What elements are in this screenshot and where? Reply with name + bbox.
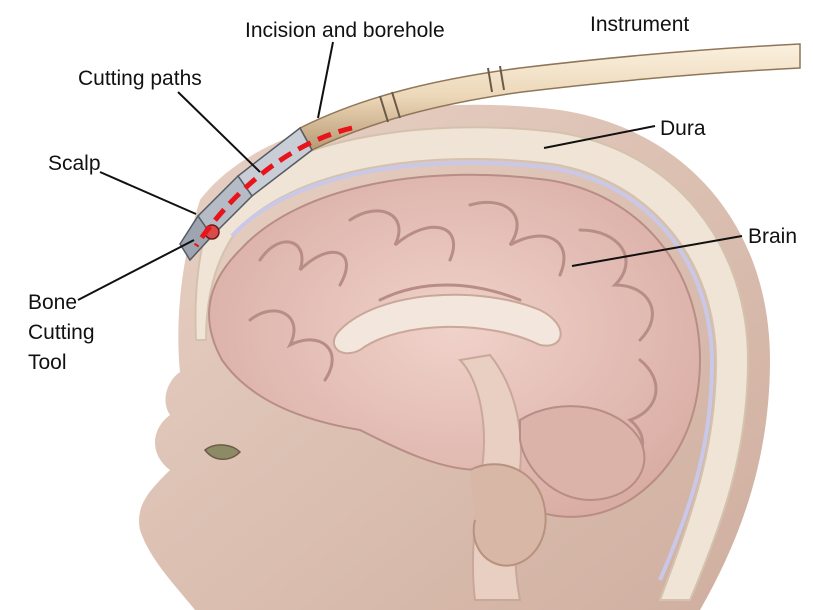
leader-dura xyxy=(543,125,656,149)
bone-cutting-tool-line-1: Bone xyxy=(28,291,78,314)
dura-layer xyxy=(230,160,715,581)
instrument-joints xyxy=(379,65,505,123)
corpus-callosum xyxy=(333,293,562,355)
instrument-label: Instrument xyxy=(590,13,690,36)
cerebellum xyxy=(519,405,646,502)
bone-cutting-tool-line-3: Tool xyxy=(28,351,67,374)
leader-incision xyxy=(317,41,334,119)
instrument-tube xyxy=(298,43,801,151)
incision-label: Incision and borehole xyxy=(245,19,445,42)
bone-cutting-tool-line-2: Cutting xyxy=(28,321,95,344)
leader-lines xyxy=(77,41,743,301)
leader-cutting-paths xyxy=(177,91,261,173)
scalp-label: Scalp xyxy=(48,152,101,175)
brain-folds xyxy=(248,200,658,472)
cutting-path xyxy=(193,125,353,248)
eye xyxy=(203,444,242,460)
leader-brain xyxy=(571,235,743,267)
bone-cutting-tool-label: Bone Cutting Tool xyxy=(28,288,95,378)
tool-segments xyxy=(179,126,313,262)
leader-scalp xyxy=(99,171,197,215)
brain-label: Brain xyxy=(748,225,798,248)
dura-label: Dura xyxy=(660,117,706,140)
leader-bone-tool xyxy=(77,239,195,301)
cutting-paths-label: Cutting paths xyxy=(78,67,202,90)
ear xyxy=(469,463,547,567)
